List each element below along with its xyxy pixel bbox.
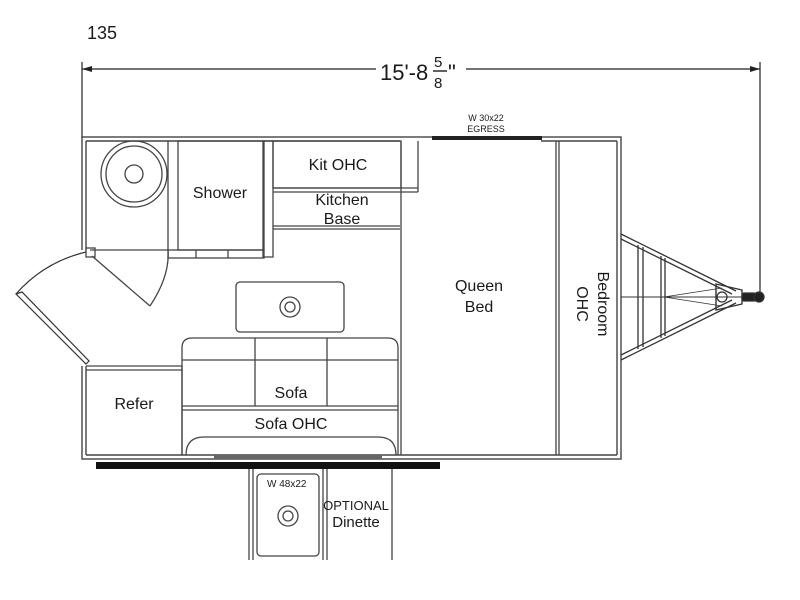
- overall-length-inch-mark: ": [448, 60, 456, 85]
- overall-dimension: [81, 62, 761, 296]
- table-pedestal-outer: [279, 296, 301, 318]
- hitch-ball: [753, 291, 765, 303]
- model-number: 135: [87, 23, 117, 43]
- sofa-outline: [181, 337, 399, 455]
- dinette-label: Dinette: [332, 514, 380, 531]
- door-swing-arc: [15, 251, 87, 295]
- bath-door-swing: [149, 249, 169, 307]
- hitch-jack: [716, 291, 728, 303]
- toilet-outer: [100, 140, 168, 208]
- egress-window-size: W 30x22: [468, 113, 504, 123]
- bathroom: [85, 140, 169, 307]
- bath-door: [91, 255, 151, 307]
- kitchen: [272, 140, 419, 455]
- kitchen-base-label-line2: Base: [324, 211, 361, 228]
- sofa-ohc-label: Sofa OHC: [255, 416, 328, 433]
- dim-arrow-right: [750, 66, 760, 72]
- sofa: [181, 337, 399, 456]
- sofa-label: Sofa: [275, 385, 308, 402]
- bedroom: [555, 141, 560, 455]
- tongue-rail-top: [620, 233, 737, 292]
- dinette-pedestal-inner: [282, 510, 294, 522]
- refer-label: Refer: [114, 396, 154, 413]
- exterior-walls: [81, 136, 622, 460]
- table-pedestal-inner: [284, 301, 296, 313]
- queen-bed-label-line1: Queen: [455, 278, 503, 295]
- trailer-tongue: [620, 233, 765, 361]
- outer-wall: [81, 136, 622, 460]
- dim-arrow-left: [82, 66, 92, 72]
- egress-window: [432, 136, 542, 140]
- sofa-front: [185, 436, 397, 456]
- toilet-rim: [105, 145, 163, 203]
- table: [235, 281, 345, 333]
- slideout-window: [214, 455, 382, 459]
- tongue-rail-bottom: [620, 302, 737, 361]
- egress-window-type: EGRESS: [467, 124, 505, 134]
- overall-length-numerator: 5: [434, 54, 442, 71]
- entry-door: [14, 250, 90, 366]
- dinette-table: [256, 473, 320, 557]
- bedroom-ohc-label-line2: OHC: [573, 286, 590, 322]
- door-panel: [14, 291, 90, 365]
- optional-label: OPTIONAL: [323, 498, 389, 513]
- hitch-coupler: [715, 283, 743, 311]
- queen-bed-label-line2: Bed: [465, 299, 493, 316]
- bedroom-ohc-label-line1: Bedroom: [594, 272, 611, 337]
- toilet-bowl: [124, 164, 144, 184]
- overall-length-denominator: 8: [434, 75, 442, 92]
- bottom-window-bar: [96, 462, 440, 469]
- kitchen-base-label-line1: Kitchen: [315, 192, 368, 209]
- shower-threshold: [167, 249, 265, 259]
- shower-stall: [167, 140, 274, 259]
- dinette-pedestal-outer: [277, 505, 299, 527]
- optional-dinette: [248, 469, 393, 560]
- shower-label: Shower: [193, 185, 248, 202]
- dinette-window-size: W 48x22: [267, 479, 307, 490]
- kit-ohc-label: Kit OHC: [309, 157, 368, 174]
- overall-length-whole: 15'-8: [380, 60, 428, 85]
- bath-door-hinge: [85, 247, 96, 258]
- shower-wall-thick: [262, 140, 274, 258]
- table-top: [235, 281, 345, 333]
